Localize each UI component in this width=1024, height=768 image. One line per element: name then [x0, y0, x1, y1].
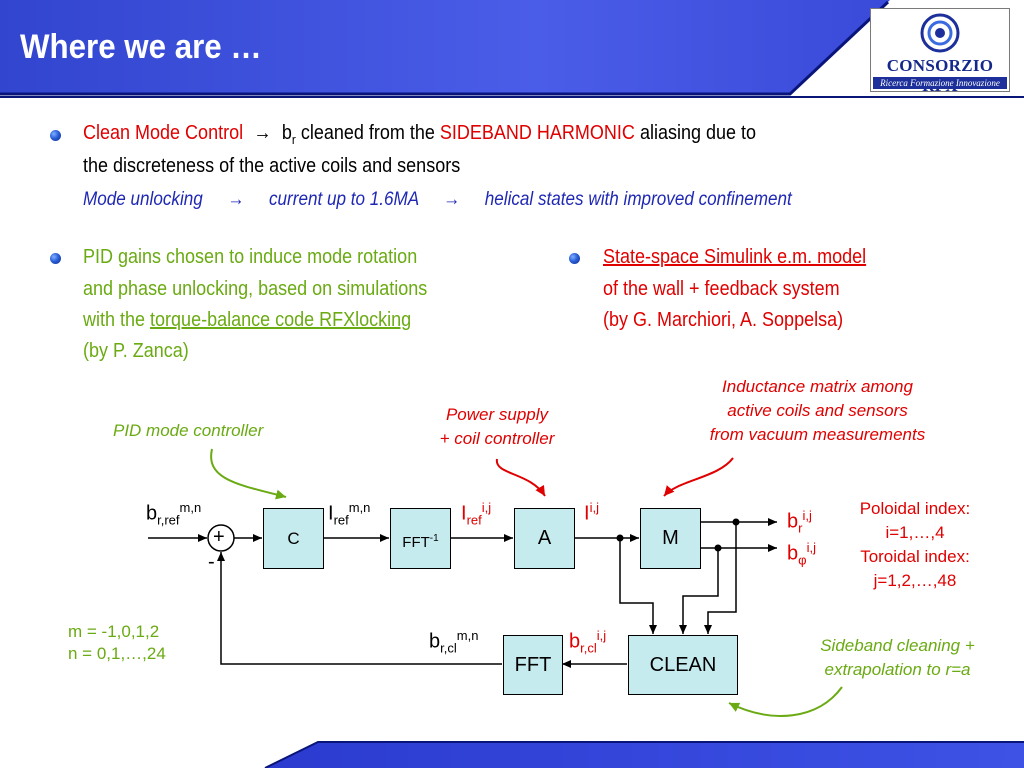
- signal-i-ref-mn: Irefm,n: [328, 500, 370, 528]
- rfxlocking-link[interactable]: torque-balance code RFXlocking: [150, 309, 412, 331]
- signal-sup: i,j: [589, 500, 599, 515]
- m-range: m = -1,0,1,2: [68, 622, 160, 641]
- mode-numbers: m = -1,0,1,2 n = 0,1,…,24: [68, 621, 166, 665]
- signal-sub: r: [798, 520, 803, 536]
- power-supply-label: Power supply + coil controller: [412, 403, 582, 451]
- bullet-1-line-3: Mode unlocking → current up to 1.6MA → h…: [83, 189, 792, 211]
- signal-br-cl-mn: br,clm,n: [429, 628, 478, 656]
- inductance-line-2: active coils and sensors: [727, 401, 908, 420]
- signal-sup: i,j: [481, 500, 492, 515]
- inductance-line-3: from vacuum measurements: [709, 425, 926, 444]
- signal-sub: ref: [333, 512, 349, 528]
- signal-sup: i,j: [802, 508, 812, 523]
- logo-tagline: Ricerca Formazione Innovazione: [873, 77, 1007, 89]
- signal-base: I: [584, 502, 590, 525]
- bullet-icon: [569, 253, 580, 264]
- signal-base: b: [569, 630, 581, 653]
- signal-sub: r,cl: [580, 640, 597, 656]
- signal-br-ij: bri,j: [787, 508, 812, 536]
- signal-sub: r,cl: [440, 640, 457, 656]
- bullet-2-line-4: (by P. Zanca): [83, 340, 189, 362]
- coil-controller-block-a: A: [514, 508, 575, 569]
- bullet-2-line-1: PID gains chosen to induce mode rotation: [83, 246, 418, 268]
- signal-base: I: [461, 502, 467, 525]
- pid-controller-label: PID mode controller: [113, 421, 264, 440]
- signal-br-ref: br,refm,n: [146, 500, 201, 528]
- signal-sup: m,n: [348, 500, 371, 515]
- consorzio-rfx-logo: CONSORZIO RFX Ricerca Formazione Innovaz…: [870, 8, 1010, 95]
- sum-plus-sign: +: [213, 526, 225, 548]
- n-range: n = 0,1,…,24: [68, 644, 166, 663]
- toroidal-index-label: Toroidal index:: [860, 547, 970, 566]
- bullet-icon: [50, 253, 61, 264]
- bullet-2-text: with the: [83, 309, 151, 331]
- inductance-line-1: Inductance matrix among: [722, 377, 913, 396]
- toroidal-index-range: j=1,2,…,48: [873, 571, 957, 590]
- controller-block-c: C: [263, 508, 324, 569]
- bullet-2-line-3: with the torque-balance code RFXlocking: [83, 309, 411, 332]
- index-info: Poloidal index: i=1,…,4 Toroidal index: …: [840, 497, 990, 593]
- simulink-model-link[interactable]: State-space Simulink e.m. model: [603, 246, 867, 268]
- signal-sub: r,ref: [157, 512, 180, 528]
- poloidal-index-range: i=1,…,4: [885, 523, 945, 542]
- sum-minus-sign: -: [208, 551, 215, 573]
- sideband-harmonic-label: SIDEBAND HARMONIC: [439, 122, 635, 144]
- current-text: current up to 1.6MA: [268, 189, 419, 210]
- inverse-fft-label: FFT: [402, 534, 430, 551]
- inductance-block-m: M: [640, 508, 701, 569]
- signal-bphi-ij: bφi,j: [787, 540, 816, 568]
- signal-base: b: [146, 502, 158, 525]
- sideband-cleaning-label: Sideband cleaning + extrapolation to r=a: [795, 634, 1000, 682]
- signal-base: b: [429, 630, 441, 653]
- sideband-line-1: Sideband cleaning +: [820, 636, 975, 655]
- clean-mode-control-label: Clean Mode Control: [83, 122, 244, 144]
- bullet-3-line-3: (by G. Marchiori, A. Soppelsa): [603, 309, 844, 331]
- signal-base: b: [787, 510, 799, 533]
- slide-title: Where we are …: [20, 28, 262, 66]
- signal-sub: ref: [466, 512, 482, 528]
- clean-block: CLEAN: [628, 635, 738, 695]
- signal-i-ij: Ii,j: [584, 500, 599, 526]
- br-subscript: r: [291, 132, 296, 147]
- bullet-1-text: cleaned from the: [295, 122, 440, 144]
- inverse-fft-exponent: -1: [429, 533, 439, 544]
- right-arrow-icon: →: [253, 122, 272, 144]
- bullet-1-line-2: the discreteness of the active coils and…: [83, 155, 461, 177]
- bullet-2-line-2: and phase unlocking, based on simulation…: [83, 278, 428, 300]
- inverse-fft-block: FFT-1: [390, 508, 451, 569]
- power-supply-line-1: Power supply: [445, 405, 549, 424]
- mode-unlocking-text: Mode unlocking: [83, 189, 203, 210]
- signal-sup: i,j: [806, 540, 816, 555]
- header-band: [0, 0, 1024, 98]
- bullet-3-line-2: of the wall + feedback system: [603, 278, 840, 300]
- helical-states-text: helical states with improved confinement: [484, 189, 792, 210]
- bullet-1-line-1: Clean Mode Control → br cleaned from the…: [83, 122, 756, 147]
- signal-sup: i,j: [596, 628, 607, 643]
- poloidal-index-label: Poloidal index:: [859, 499, 971, 518]
- right-arrow-icon: →: [443, 189, 461, 210]
- signal-br-cl-ij: br,cli,j: [569, 628, 606, 656]
- br-symbol: b: [281, 122, 292, 144]
- bullet-icon: [50, 130, 61, 141]
- bullet-1-text-end: aliasing due to: [634, 122, 757, 144]
- power-supply-line-2: + coil controller: [439, 429, 555, 448]
- right-arrow-icon: →: [227, 189, 245, 210]
- signal-sup: m,n: [456, 628, 479, 643]
- signal-sub: φ: [798, 552, 807, 568]
- signal-base: I: [328, 502, 334, 525]
- signal-base: b: [787, 542, 799, 565]
- sideband-line-2: extrapolation to r=a: [824, 660, 971, 679]
- fft-block: FFT: [503, 635, 563, 695]
- rfx-emblem-icon: [920, 13, 960, 53]
- signal-i-ref-ij: Irefi,j: [461, 500, 491, 528]
- signal-sup: m,n: [179, 500, 202, 515]
- inductance-matrix-label: Inductance matrix among active coils and…: [680, 375, 955, 447]
- footer-band: [264, 741, 1024, 768]
